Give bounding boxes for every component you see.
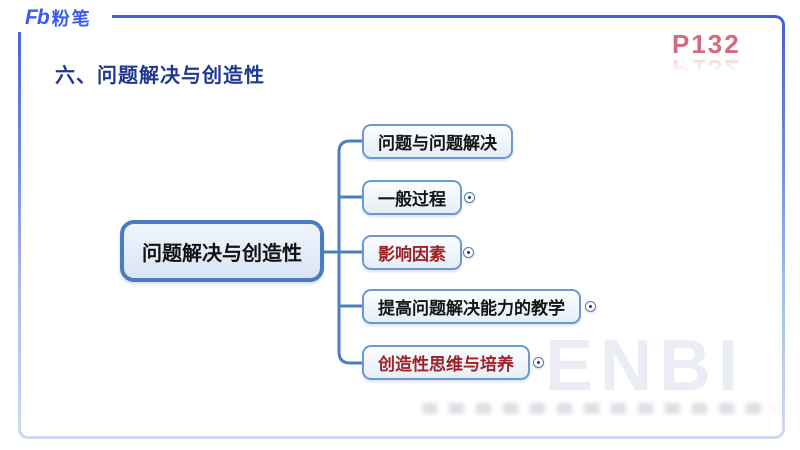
expander-icon bbox=[463, 247, 474, 258]
logo-background-patch bbox=[0, 0, 112, 32]
slide-title: 六、问题解决与创造性 bbox=[55, 65, 265, 87]
mindmap-node-teaching-improvement: 提高问题解决能力的教学 bbox=[362, 289, 581, 324]
mindmap-node-creative-thinking: 创造性思维与培养 bbox=[362, 345, 530, 380]
page-reference: P132 bbox=[672, 29, 741, 59]
mindmap-node-general-process: 一般过程 bbox=[362, 180, 462, 215]
slide-border-frame bbox=[18, 15, 785, 439]
fenbi-logo-mark-icon: Fb bbox=[25, 6, 50, 29]
mindmap-root-node: 问题解决与创造性 bbox=[120, 220, 324, 282]
fenbi-logo-name: 粉笔 bbox=[51, 9, 92, 29]
mindmap-node-influencing-factors: 影响因素 bbox=[362, 235, 462, 270]
watermark-text: ENBI bbox=[545, 326, 746, 406]
expander-icon bbox=[464, 192, 475, 203]
fenbi-logo: Fb 粉笔 bbox=[25, 5, 92, 31]
page-reference-reflection: P132 bbox=[672, 54, 741, 84]
watermark-smudge bbox=[422, 403, 774, 414]
expander-icon bbox=[585, 301, 596, 312]
expander-icon bbox=[533, 357, 544, 368]
mindmap-node-problem-and-solving: 问题与问题解决 bbox=[362, 124, 513, 159]
